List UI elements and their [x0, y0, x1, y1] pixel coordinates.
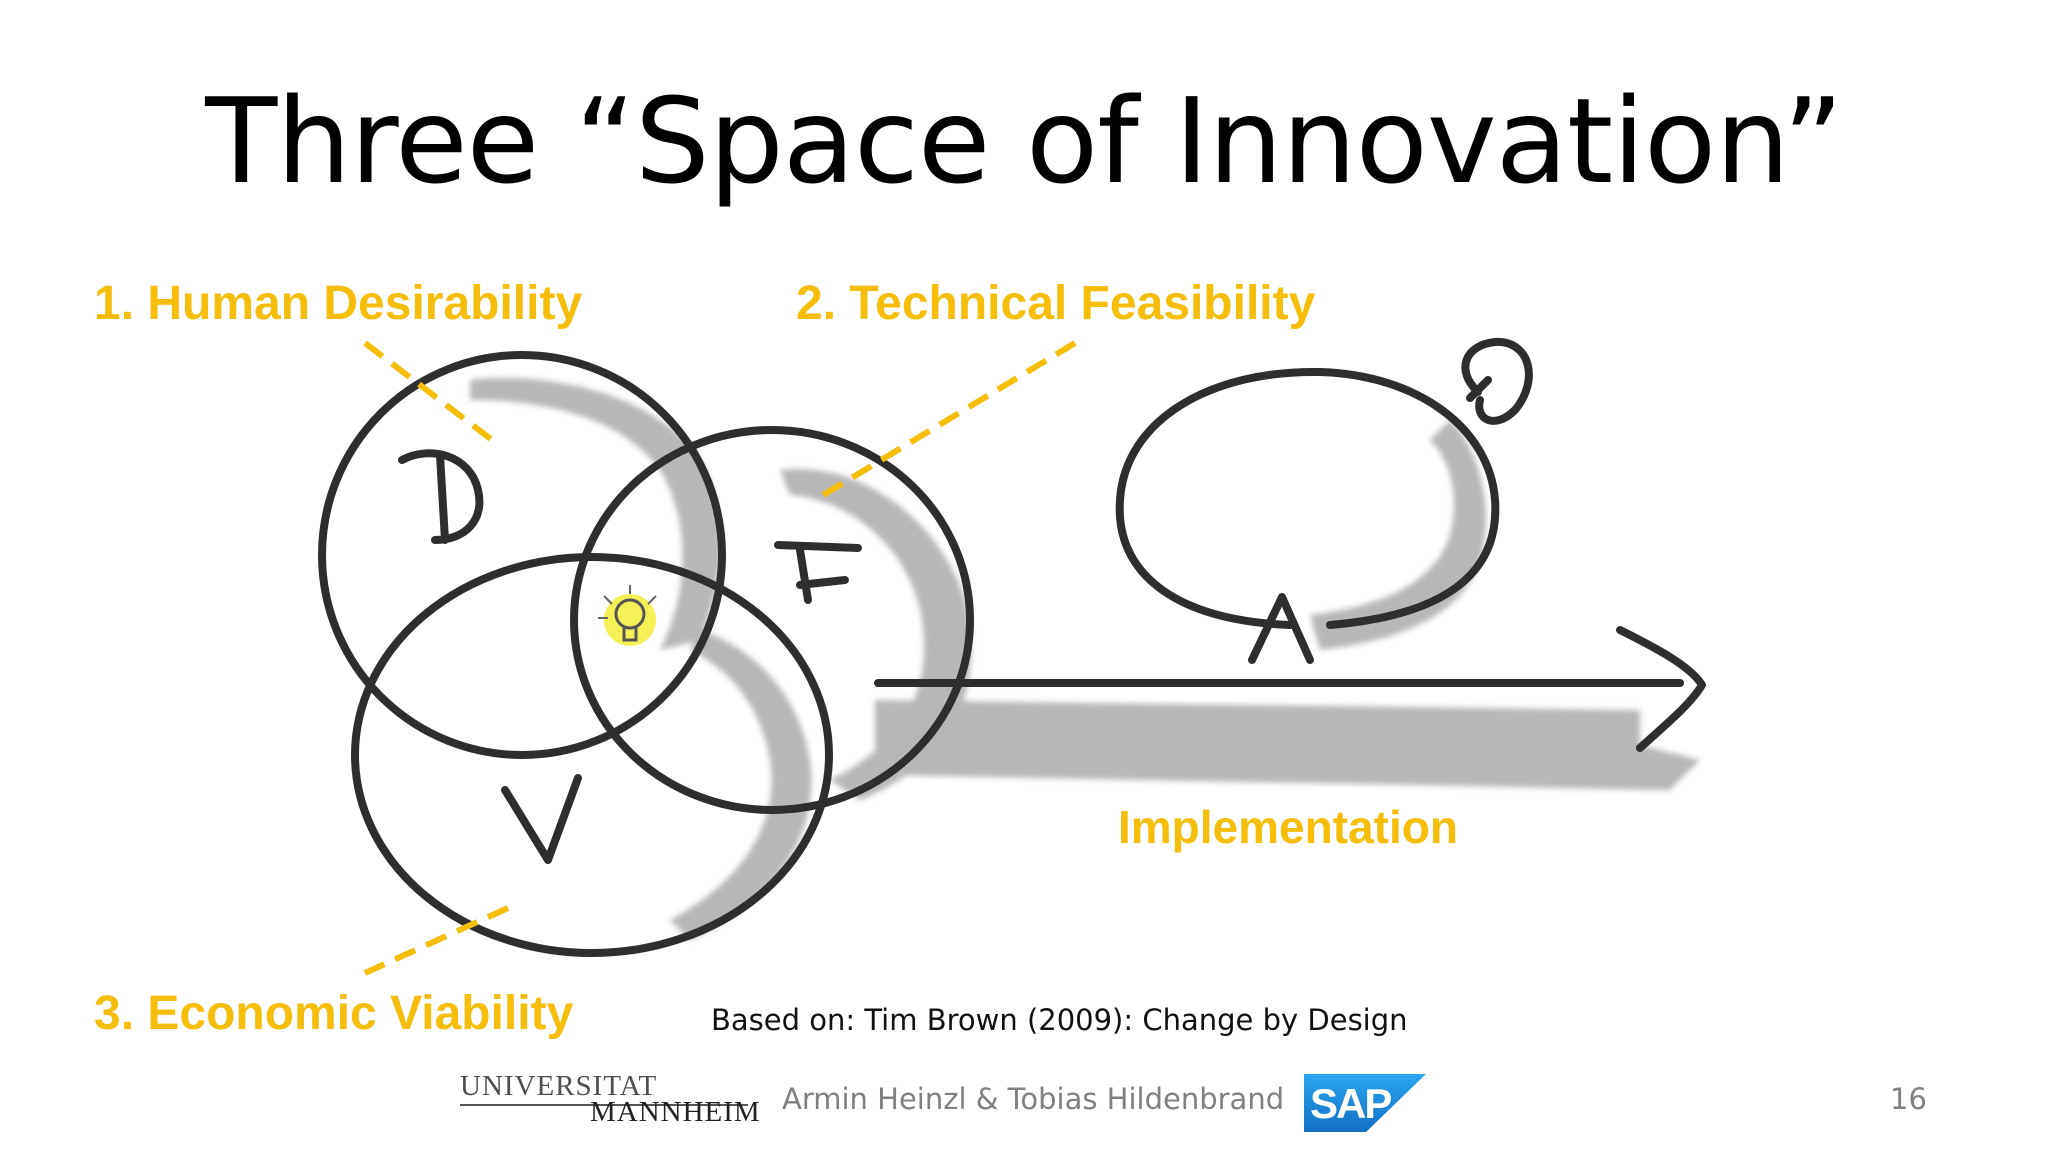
leader-viability	[363, 905, 510, 976]
technical-feasibility-label: 2. Technical Feasibility	[796, 277, 1316, 330]
economic-viability-label: 3. Economic Viability	[94, 987, 574, 1040]
leader-lines	[363, 340, 1077, 976]
leader-feasibility	[813, 340, 1077, 503]
page-number: 16	[1890, 1082, 1927, 1116]
feasibility-circle	[570, 426, 974, 814]
viability-circle	[351, 553, 833, 957]
implementation-label: Implementation	[1118, 801, 1458, 853]
footer-authors: Armin Heinzl & Tobias Hildenbrand	[782, 1082, 1285, 1116]
letter-d	[398, 449, 484, 544]
university-logo: UNIVERSITAT MANNHEIM	[460, 1070, 760, 1128]
university-logo-line1: UNIVERSITAT	[460, 1070, 658, 1102]
loop-arrow-icon	[1115, 337, 1533, 664]
sap-logo: SAP	[1304, 1074, 1426, 1132]
lightbulb-icon	[598, 585, 657, 646]
sap-logo-text: SAP	[1310, 1080, 1391, 1127]
desirability-circle	[318, 351, 726, 759]
university-logo-rule	[460, 1104, 748, 1106]
university-logo-line2: MANNHEIM	[590, 1096, 761, 1128]
slide-title: Three “Space of Innovation”	[205, 72, 1843, 210]
circle-letters	[398, 449, 862, 864]
implementation-arrow	[874, 626, 1706, 752]
letter-v	[501, 774, 582, 864]
source-citation: Based on: Tim Brown (2009): Change by De…	[711, 1003, 1408, 1037]
human-desirability-label: 1. Human Desirability	[94, 277, 583, 330]
letter-f	[774, 541, 862, 604]
leader-desirability	[363, 340, 494, 443]
venn-circles	[318, 351, 974, 957]
